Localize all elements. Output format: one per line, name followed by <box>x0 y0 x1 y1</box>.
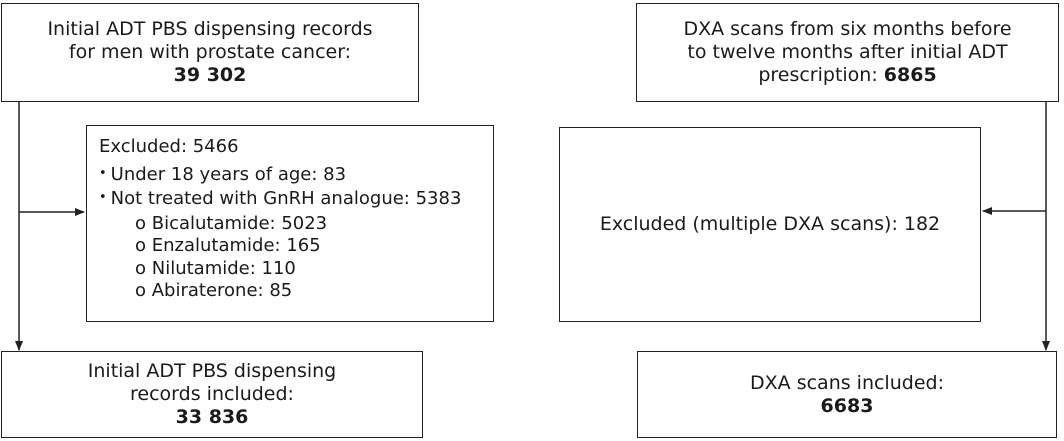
adt-excluded-item: Under 18 years of age: 83 <box>99 164 461 189</box>
adt-excluded-subitem: o Abiraterone: 85 <box>135 280 293 301</box>
adt-included-line2: records included: <box>130 383 294 405</box>
adt-excluded-subitem: o Bicalutamide: 5023 <box>135 212 328 234</box>
adt-initial-count: 39 302 <box>173 64 247 86</box>
adt-excluded-heading: Excluded: 5466 <box>99 136 239 157</box>
adt-included-line1: Initial ADT PBS dispensing <box>87 360 337 382</box>
adt-initial-line1: Initial ADT PBS dispensing records <box>47 18 373 40</box>
adt-excluded-item-label: Under 18 years of age: 83 <box>110 163 347 185</box>
dxa-included-count: 6683 <box>820 394 874 417</box>
adt-initial-line2: for men with prostate cancer: <box>68 41 352 63</box>
adt-excluded-item-label: Not treated with GnRH analogue: 5383 <box>110 188 462 209</box>
dxa-scans-box: DXA scans from six months before to twel… <box>636 3 1059 102</box>
adt-excluded-subitem: o Nilutamide: 110 <box>135 257 296 279</box>
dxa-included-line1: DXA scans included: <box>750 371 944 394</box>
dxa-scans-line3: prescription: 6865 <box>758 64 936 87</box>
adt-included-box: Initial ADT PBS dispensing records inclu… <box>1 351 423 438</box>
adt-excluded-subitem: o Enzalutamide: 165 <box>135 235 321 256</box>
adt-initial-records-box: Initial ADT PBS dispensing records for m… <box>1 3 419 102</box>
adt-included-count: 33 836 <box>175 406 249 428</box>
dxa-excluded-box: Excluded (multiple DXA scans): 182 <box>559 127 981 322</box>
dxa-scans-line3-prefix: prescription: <box>758 64 884 86</box>
adt-excluded-item: Not treated with GnRH analogue: 5383 <box>99 188 462 213</box>
dxa-scans-count: 6865 <box>883 64 937 86</box>
adt-excluded-box: Excluded: 5466 Under 18 years of age: 83… <box>86 125 494 322</box>
dxa-included-box: DXA scans included: 6683 <box>637 351 1057 438</box>
dxa-scans-line1: DXA scans from six months before <box>683 18 1012 40</box>
dxa-scans-line2: to twelve months after initial ADT <box>687 41 1008 63</box>
dxa-excluded-text: Excluded (multiple DXA scans): 182 <box>599 213 941 235</box>
